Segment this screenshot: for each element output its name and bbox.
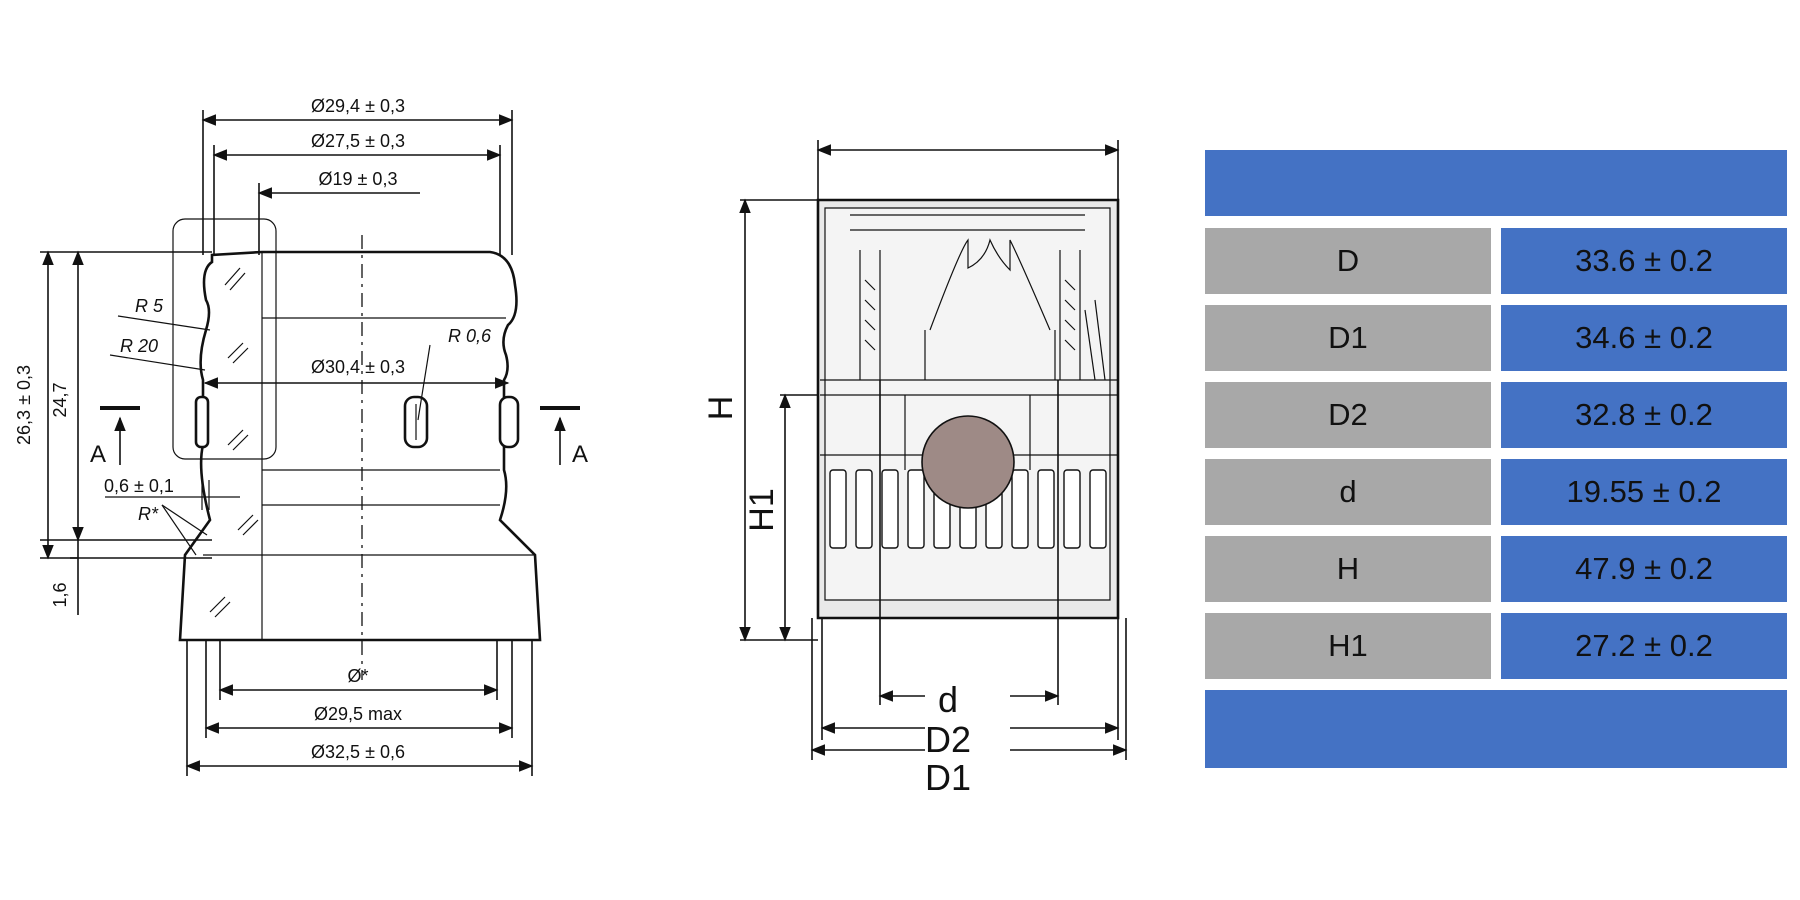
row-value: 19.55 ± 0.2 <box>1501 459 1787 525</box>
label-d1: D1 <box>925 757 971 798</box>
dim-1-6: 1,6 <box>50 582 70 607</box>
teeth-row <box>829 469 1107 549</box>
dim-27-5: Ø27,5 ± 0,3 <box>311 131 405 151</box>
dim-24-7: 24,7 <box>50 382 70 417</box>
section-hatch <box>209 267 259 618</box>
label-r06: R 0,6 <box>448 326 492 346</box>
row-value: 33.6 ± 0.2 <box>1501 228 1787 294</box>
ball-valve <box>921 415 1015 509</box>
row-value: 47.9 ± 0.2 <box>1501 536 1787 602</box>
label-h: H <box>702 396 740 421</box>
row-key: D <box>1205 228 1491 294</box>
dim-30-4: Ø30,4 ± 0,3 <box>311 357 405 377</box>
row-key: H1 <box>1205 613 1491 679</box>
dimension-table: D 33.6 ± 0.2 D1 34.6 ± 0.2 D2 32.8 ± 0.2… <box>1205 150 1787 768</box>
row-value: 32.8 ± 0.2 <box>1501 382 1787 448</box>
label-d: d <box>938 679 958 720</box>
label-rstar: R* <box>138 504 159 524</box>
dim-19: Ø19 ± 0,3 <box>319 169 398 189</box>
label-r20: R 20 <box>120 336 158 356</box>
table-row: D2 32.8 ± 0.2 <box>1205 382 1787 448</box>
label-r5: R 5 <box>135 296 164 316</box>
label-d2: D2 <box>925 719 971 760</box>
section-a-left: A <box>90 441 106 468</box>
row-key: H <box>1205 536 1491 602</box>
row-key: d <box>1205 459 1491 525</box>
dim-29-5: Ø29,5 max <box>314 704 402 724</box>
cap-outline <box>178 250 542 642</box>
dim-26-3: 26,3 ± 0,3 <box>14 365 34 445</box>
dim-29-4: Ø29,4 ± 0,3 <box>311 96 405 116</box>
section-a-right: A <box>572 441 588 468</box>
label-gap: 0,6 ± 0,1 <box>104 476 174 496</box>
detail-frame <box>172 218 277 460</box>
table-row: D1 34.6 ± 0.2 <box>1205 305 1787 371</box>
slot-right <box>498 395 520 449</box>
left-cap-drawing: Ø29,4 ± 0,3 Ø27,5 ± 0,3 Ø19 ± 0,3 Ø30,4 … <box>14 96 588 776</box>
row-value: 34.6 ± 0.2 <box>1501 305 1787 371</box>
table-row: H 47.9 ± 0.2 <box>1205 536 1787 602</box>
row-key: D1 <box>1205 305 1491 371</box>
row-key: D2 <box>1205 382 1491 448</box>
dim-star: Ø* <box>347 666 368 686</box>
slot-left <box>194 395 210 449</box>
row-value: 27.2 ± 0.2 <box>1501 613 1787 679</box>
table-footer-bar <box>1205 690 1787 768</box>
dim-32-5: Ø32,5 ± 0,6 <box>311 742 405 762</box>
center-cap-drawing: H H1 d D2 D1 <box>702 140 1128 798</box>
table-row: D 33.6 ± 0.2 <box>1205 228 1787 294</box>
table-row: H1 27.2 ± 0.2 <box>1205 613 1787 679</box>
table-header-bar <box>1205 150 1787 216</box>
table-row: d 19.55 ± 0.2 <box>1205 459 1787 525</box>
label-h1: H1 <box>743 488 781 531</box>
